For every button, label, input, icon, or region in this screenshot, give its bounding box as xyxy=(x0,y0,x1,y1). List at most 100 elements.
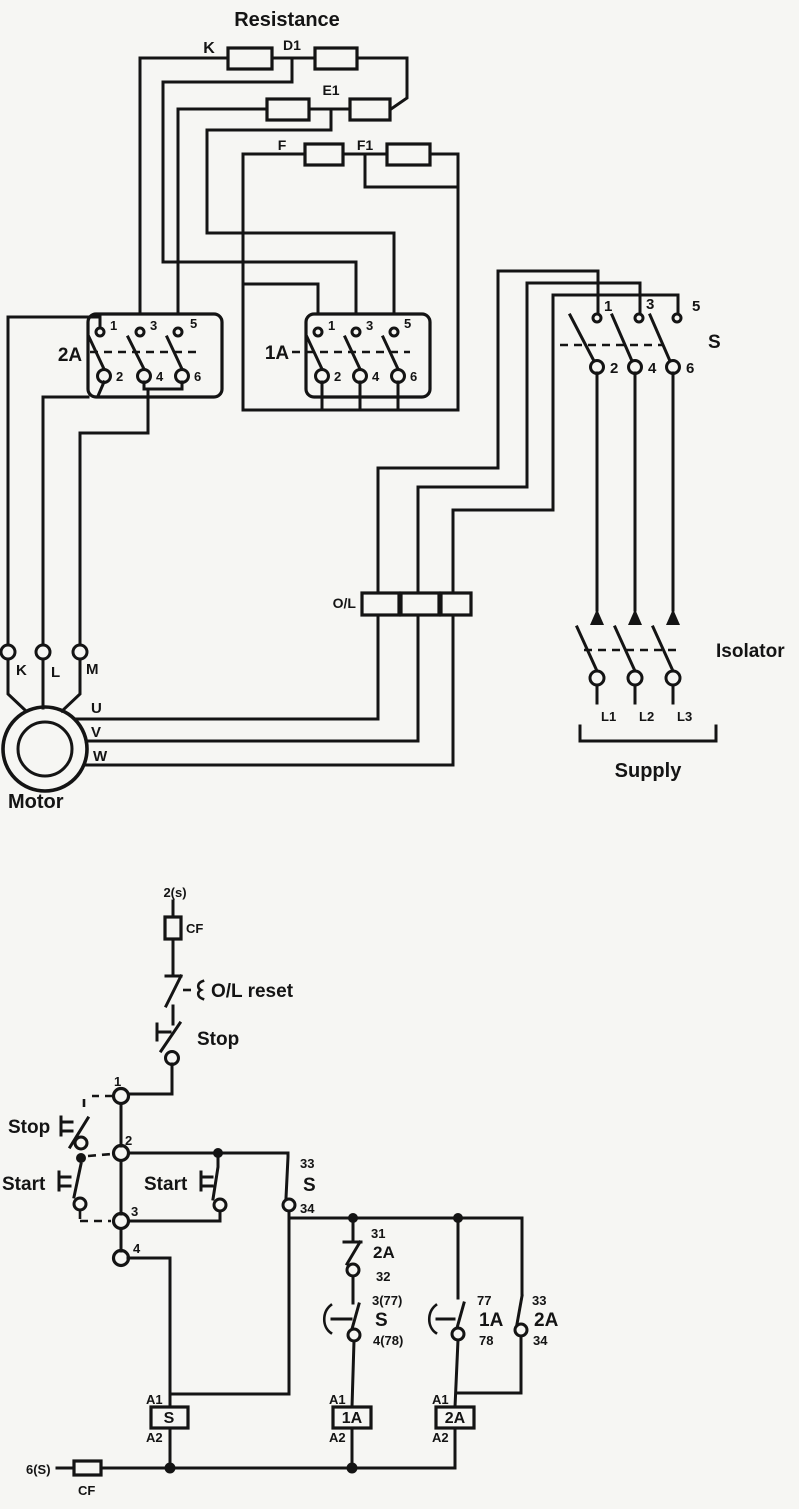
wire-e1-to-1a-pole5 xyxy=(205,107,396,331)
isolator-t2 xyxy=(626,669,644,687)
isolator-t3 xyxy=(664,669,682,687)
timed-s-blade xyxy=(330,1302,361,1331)
stator-leads xyxy=(73,717,455,767)
timed-1a-arc xyxy=(427,1303,438,1335)
switch-s-blades xyxy=(567,312,672,364)
s-aux-blade xyxy=(284,1151,290,1200)
timed-s-arc xyxy=(322,1303,333,1335)
coil-1a: A1 1A A2 xyxy=(329,1392,373,1470)
wire-row3-to-bus xyxy=(241,152,307,412)
terminal-6s: 6(S) xyxy=(26,1462,51,1477)
s-aux-terminal xyxy=(281,1197,297,1213)
start-remote-symbol xyxy=(57,1162,83,1199)
start-remote-label: Start xyxy=(2,1174,46,1195)
fuse-cf-bottom xyxy=(72,1459,103,1477)
isolator-blades xyxy=(575,625,675,673)
stop-main-label: Stop xyxy=(197,1029,239,1050)
t-label: 1 xyxy=(110,318,117,333)
coil-s-a1: A1 xyxy=(146,1392,163,1407)
interlock-2a-name: 2A xyxy=(373,1243,395,1262)
node-4-label: 4 xyxy=(133,1241,141,1256)
stator-label-u: U xyxy=(91,700,102,717)
line-label-l1: L1 xyxy=(601,709,616,724)
isolator: Isolator L1 L2 L3 Supply xyxy=(575,609,785,782)
wire-stop-to-node1 xyxy=(127,1062,174,1096)
wire-row1-right xyxy=(355,56,409,112)
stator-label-v: V xyxy=(91,724,101,741)
label-f1: F1 xyxy=(357,137,374,153)
stop-remote-terminal xyxy=(73,1135,89,1151)
t-label: 3 xyxy=(150,318,157,333)
wire-ol-to-motor xyxy=(376,613,455,767)
timed-1a-blade xyxy=(435,1301,466,1330)
coil-2a-label: 2A xyxy=(445,1410,466,1427)
t-label: 4 xyxy=(372,369,380,384)
supply-label: Supply xyxy=(615,760,683,782)
wire-ol-s-1 xyxy=(376,269,600,594)
wire-timer-rail xyxy=(287,1216,524,1296)
motor-terminal-m xyxy=(71,643,89,661)
wire-row2-to-2a-pole5 xyxy=(176,107,269,330)
branch-coil-1a: 31 2A 32 3(77) S 4(78) xyxy=(322,1221,403,1409)
coil-1a-a1: A1 xyxy=(329,1392,346,1407)
latch-2a-blade xyxy=(515,1294,524,1326)
t-label: 3 xyxy=(366,318,373,333)
power-circuit: Resistance K D1 E1 F F1 xyxy=(0,9,785,813)
resistor-k xyxy=(226,46,274,71)
timed-s-bottom: 4(78) xyxy=(373,1333,403,1348)
wire-k-riser xyxy=(6,315,102,647)
node-2-label: 2 xyxy=(125,1133,132,1148)
junction-1a-branch xyxy=(348,1213,358,1223)
contactor-1a: 1A 1 3 5 2 4 6 xyxy=(265,312,432,412)
stop-remote-label: Stop xyxy=(8,1117,50,1138)
power-wiring-left xyxy=(138,56,460,412)
resistor-f1 xyxy=(385,142,432,167)
isolator-tails xyxy=(595,683,675,705)
ol-reset-contact: O/L reset xyxy=(163,973,294,1026)
coil-1a-label: 1A xyxy=(342,1410,363,1427)
stop-main-symbol xyxy=(155,1020,183,1054)
coil-2a: A1 2A A2 xyxy=(432,1392,476,1470)
timed-s-name: S xyxy=(375,1310,388,1331)
control-circuit: 2(s) CF O/L reset Stop 1 2 3 4 xyxy=(2,885,559,1498)
coil-s-label: S xyxy=(164,1410,175,1427)
power-wiring-right xyxy=(376,269,680,612)
t-label: 4 xyxy=(156,369,164,384)
t-label: 1 xyxy=(328,318,335,333)
resistor-e1b xyxy=(348,97,392,122)
wire-l-riser xyxy=(41,395,90,647)
wire-node3-rail xyxy=(127,1209,222,1223)
wire-f1-drop xyxy=(363,152,460,189)
t-label: 2 xyxy=(610,360,618,377)
node-1-label: 1 xyxy=(114,1074,121,1089)
wire-s-aux-return xyxy=(169,1209,291,1396)
overload: O/L xyxy=(333,591,473,767)
dash-node2 xyxy=(87,1152,113,1158)
label-k: K xyxy=(203,40,215,57)
fuse-cf-top xyxy=(163,915,183,941)
t-label: 5 xyxy=(404,316,411,331)
latch-2a-name: 2A xyxy=(534,1310,559,1331)
timed-1a-terminal xyxy=(450,1326,466,1342)
contactor-2a-t5 xyxy=(172,326,184,338)
rail-junction-1a xyxy=(346,1462,358,1474)
coil-s: A1 S A2 xyxy=(146,1392,190,1470)
t-label: 1 xyxy=(604,298,612,315)
stator-label-w: W xyxy=(93,748,108,765)
start-local-terminal xyxy=(212,1197,228,1213)
timed-s-top: 3(77) xyxy=(372,1293,402,1308)
overload-heater-1 xyxy=(360,591,401,617)
rotor-label-m: M xyxy=(86,661,99,678)
contactor-1a-feet xyxy=(320,380,400,412)
isolator-label: Isolator xyxy=(716,641,785,662)
s-aux-bottom: 34 xyxy=(300,1201,315,1216)
t-label: 3 xyxy=(646,296,654,313)
wire-d1-to-1a-pole3 xyxy=(161,56,358,331)
wire-2a-to-m xyxy=(78,380,184,647)
motor-inner-circle xyxy=(16,720,74,778)
wire-to-coil-1a xyxy=(350,1339,356,1409)
motor-label: Motor xyxy=(8,791,64,813)
label-e1: E1 xyxy=(322,82,339,98)
